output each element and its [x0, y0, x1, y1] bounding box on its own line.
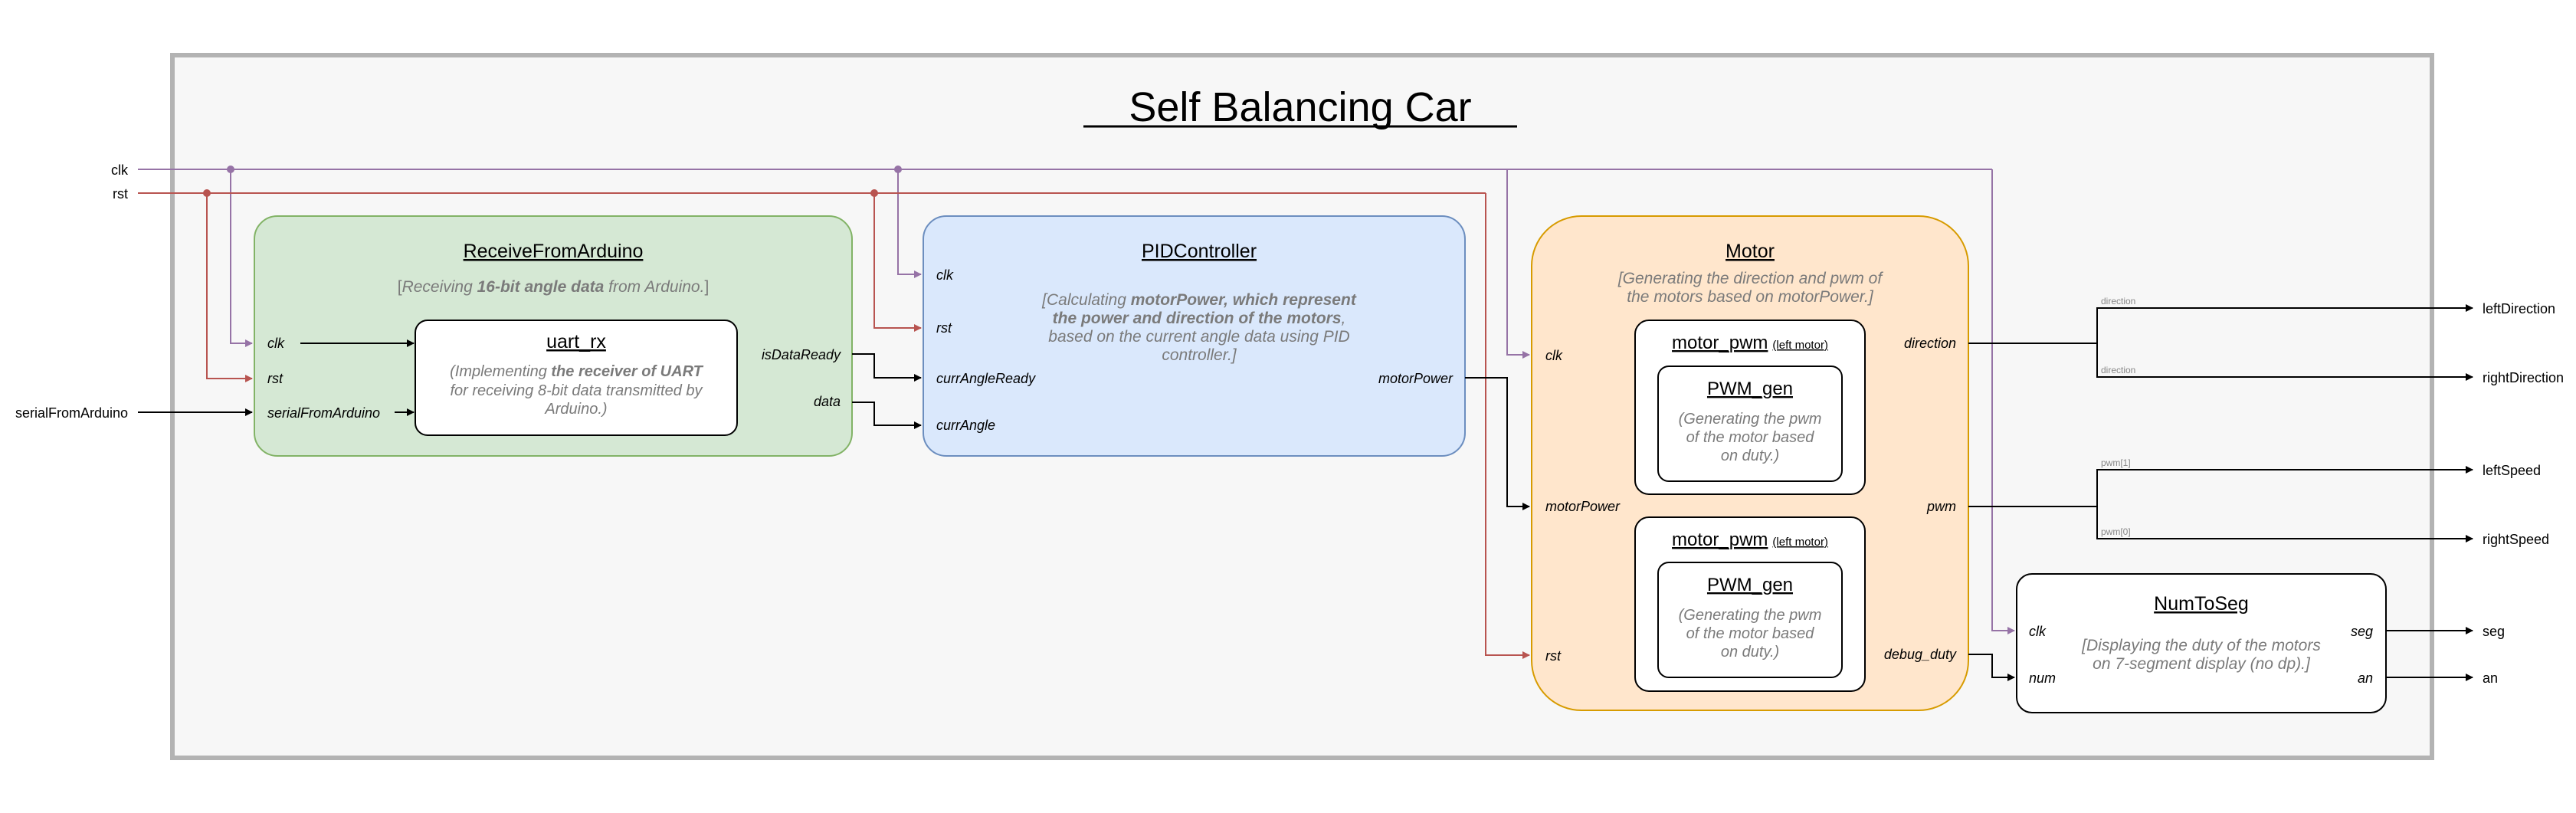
receive-port-isdataready: isDataReady [762, 347, 841, 362]
pid-desc-2: the power and direction of the motors, [1053, 310, 1346, 327]
input-clk-label: clk [111, 162, 129, 178]
uart-rx-desc-3: Arduino.) [544, 401, 607, 418]
input-rst-label: rst [113, 186, 128, 202]
receive-port-rst: rst [267, 371, 283, 386]
pid-port-motorpower: motorPower [1378, 371, 1454, 386]
motor-port-motorpower: motorPower [1545, 499, 1621, 514]
pid-desc-1: [Calculating motorPower, which represent [1041, 291, 1357, 309]
wire-data [852, 402, 922, 429]
numtoseg-block [2016, 573, 2387, 713]
uart-rx-desc-1: (Implementing the receiver of UART [450, 363, 704, 380]
pwm-gen-desc-3: on duty.) [1721, 447, 1779, 464]
numtoseg-desc-2: on 7-segment display (no dp).] [2093, 655, 2311, 673]
pid-title: PIDController [1142, 241, 1257, 262]
pid-desc-4: controller.] [1162, 346, 1237, 364]
uart-rx-block [415, 320, 738, 436]
pwm-gen-title: PWM_gen [1707, 379, 1793, 399]
motor-desc-2: the motors based on motorPower.] [1627, 288, 1874, 306]
pwm-gen-desc-2: of the motor based [1686, 625, 1815, 642]
wire-isdataready [852, 353, 922, 382]
pid-controller-block [923, 215, 1466, 457]
clk-junction [894, 166, 902, 173]
pwm-gen-desc-3: on duty.) [1721, 644, 1779, 661]
output-seg: seg [2483, 624, 2505, 639]
numtoseg-desc-1: [Displaying the duty of the motors [2081, 637, 2321, 654]
output-right-direction: rightDirection [2483, 370, 2564, 385]
numtoseg-title: NumToSeg [2154, 593, 2249, 615]
pid-port-clk: clk [936, 267, 954, 283]
motor-port-clk: clk [1545, 348, 1563, 363]
pid-port-currangle: currAngle [936, 418, 995, 433]
diagram-title: Self Balancing Car [1129, 84, 1471, 130]
receive-port-serial: serialFromArduino [267, 405, 380, 421]
motor-port-rst: rst [1545, 648, 1562, 664]
receive-port-clk: clk [267, 336, 285, 351]
receive-description: [Receiving 16-bit angle data from Arduin… [398, 278, 710, 296]
wire-motorpower [1465, 377, 1530, 510]
numtoseg-port-clk: clk [2029, 624, 2047, 639]
wire-label-direction: direction [2101, 365, 2135, 375]
pwm-gen-desc-2: of the motor based [1686, 429, 1815, 446]
clk-wires [138, 169, 2015, 634]
uart-rx-desc-2: for receiving 8-bit data transmitted by [450, 382, 703, 399]
pwm-gen-desc-1: (Generating the pwm [1679, 607, 1822, 624]
motor-desc-1: [Generating the direction and pwm of [1617, 270, 1884, 287]
motor-title: Motor [1726, 241, 1775, 262]
output-an: an [2483, 670, 2498, 686]
motor-pwm-title: motor_pwm(left motor) [1672, 333, 1828, 353]
output-left-direction: leftDirection [2483, 301, 2555, 316]
numtoseg-port-seg: seg [2351, 624, 2373, 639]
rst-junction [203, 189, 211, 197]
wire-label-pwm0: pwm[0] [2101, 526, 2131, 537]
wire-label-pwm1: pwm[1] [2101, 457, 2131, 468]
pwm-gen-block [1657, 562, 1843, 678]
input-serial-label: serialFromArduino [15, 405, 128, 421]
motor-port-direction: direction [1904, 336, 1956, 351]
motor-pwm-title: motor_pwm(left motor) [1672, 529, 1828, 550]
numtoseg-port-an: an [2358, 670, 2373, 686]
clk-junction [227, 166, 234, 173]
receive-port-data: data [814, 394, 841, 409]
wire-debug-duty [1968, 654, 2015, 681]
rst-junction [870, 189, 878, 197]
output-right-speed: rightSpeed [2483, 532, 2549, 547]
pwm-gen-block [1657, 366, 1843, 482]
pid-desc-3: based on the current angle data using PI… [1048, 328, 1349, 346]
direction-wires [1968, 304, 2473, 381]
uart-rx-title: uart_rx [546, 331, 606, 352]
output-left-speed: leftSpeed [2483, 463, 2541, 478]
numtoseg-port-num: num [2029, 670, 2056, 686]
rst-wires [138, 192, 1530, 659]
motor-port-pwm: pwm [1926, 499, 1956, 514]
pid-port-rst: rst [936, 320, 952, 336]
pid-port-currangleready: currAngleReady [936, 371, 1036, 386]
receive-title: ReceiveFromArduino [464, 241, 644, 262]
motor-port-debug-duty: debug_duty [1884, 647, 1957, 662]
pwm-wires [1968, 466, 2473, 543]
pwm-gen-desc-1: (Generating the pwm [1679, 411, 1822, 428]
pwm-gen-title: PWM_gen [1707, 575, 1793, 595]
wire-label-direction: direction [2101, 296, 2135, 307]
